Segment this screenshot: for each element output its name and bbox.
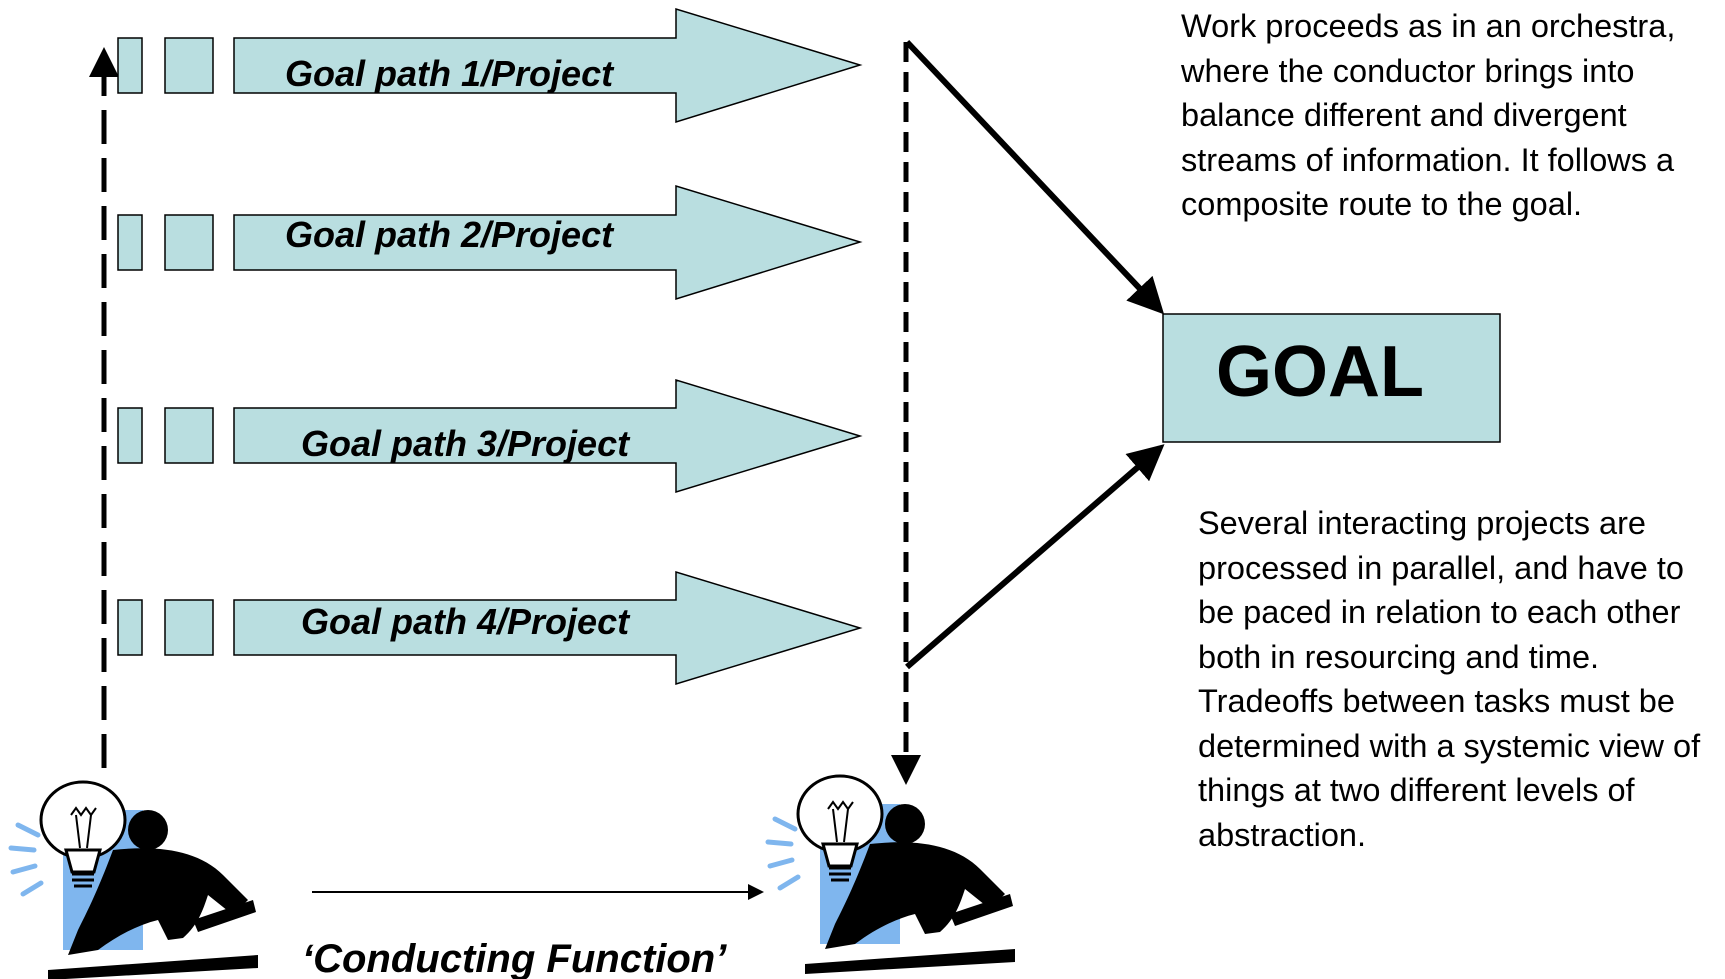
arrow-to-goal-bottom	[905, 444, 1165, 670]
step-box-small	[117, 407, 143, 464]
conductor-icon-right	[768, 776, 1015, 974]
conductor-icon-left	[11, 782, 258, 979]
step-box	[164, 37, 214, 94]
goal-path-arrow-1	[233, 7, 863, 124]
step-box	[164, 214, 214, 271]
goal-path-label-3: Goal path 3/Project	[301, 423, 631, 464]
step-box-small	[117, 214, 143, 271]
description-top: Work proceeds as in an orchestra, where …	[1181, 8, 1676, 222]
goal-path-arrow-3	[233, 378, 863, 494]
goal-path-row-3: Goal path 3/Project	[117, 378, 863, 494]
conducting-function-label: ‘Conducting Function’	[302, 937, 727, 979]
step-box	[164, 407, 214, 464]
goal-label: GOAL	[1216, 332, 1424, 412]
goal-path-arrow-4	[233, 570, 863, 686]
step-box	[164, 599, 214, 656]
description-bottom: Several interacting projects are process…	[1198, 505, 1701, 853]
goal-path-row-2: Goal path 2/Project	[117, 184, 863, 301]
step-box-small	[117, 599, 143, 656]
goal-path-row-1: Goal path 1/Project	[117, 7, 863, 124]
goal-path-label-2: Goal path 2/Project	[285, 214, 615, 255]
arrow-to-goal-top	[904, 39, 1165, 315]
goal-path-label-4: Goal path 4/Project	[301, 601, 631, 642]
goal-path-row-4: Goal path 4/Project	[117, 570, 863, 686]
step-box-small	[117, 37, 143, 94]
goal-path-arrow-2	[233, 184, 863, 301]
goal-path-label-1: Goal path 1/Project	[285, 53, 615, 94]
goal-box	[1162, 313, 1501, 443]
